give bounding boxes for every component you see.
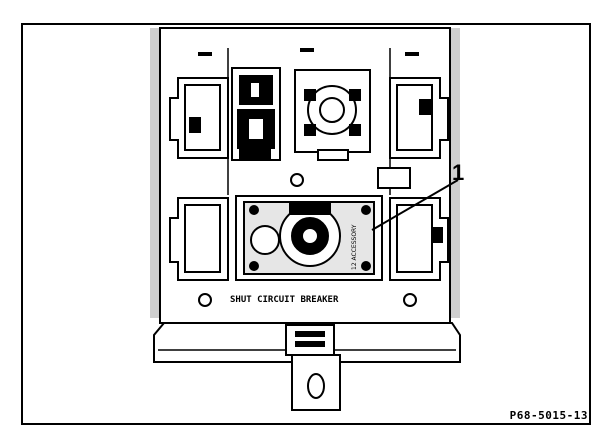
top-tab-left (198, 52, 212, 56)
accessory-connector (235, 195, 383, 281)
circuit-breaker (231, 67, 281, 161)
screw-hole (403, 293, 417, 307)
panel-label: SHUT CIRCUIT BREAKER (230, 295, 339, 305)
bracket-lower-left (169, 197, 229, 281)
bracket-upper-left (169, 77, 229, 159)
terminal-block (377, 167, 411, 189)
plug-label: 12 ACCESSORY (351, 224, 358, 270)
figure-frame (21, 23, 591, 425)
receptacle-upper (294, 69, 371, 161)
callout-leader (371, 179, 459, 231)
callout-number: 1 (452, 160, 465, 185)
latch-handle (285, 324, 341, 411)
top-tab-center (300, 48, 314, 52)
screw-hole (198, 293, 212, 307)
top-tab-right (405, 52, 419, 56)
bracket-upper-right (389, 77, 449, 159)
screw-hole (290, 173, 304, 187)
bracket-lower-right (389, 197, 449, 281)
figure-id: P68-5015-13 (509, 409, 588, 422)
